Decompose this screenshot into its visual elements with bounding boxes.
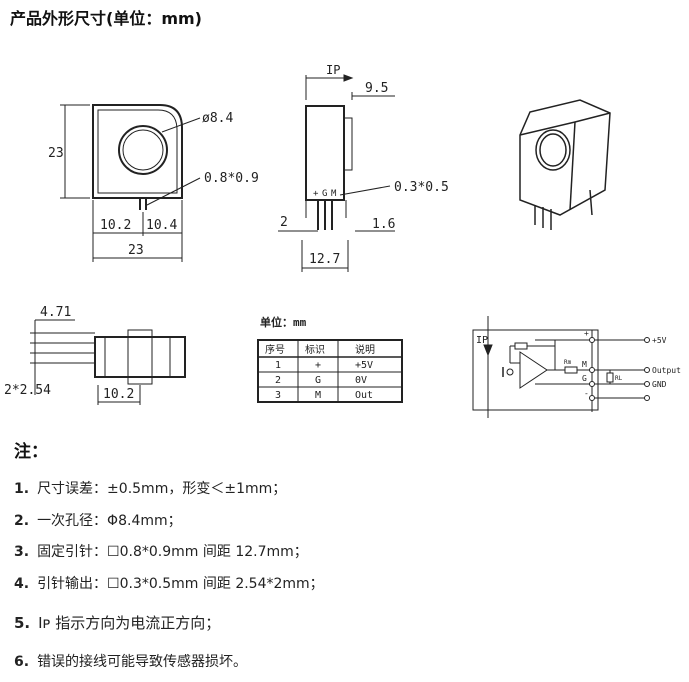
note-item: 4.引针输出：☐0.3*0.5mm 间距 2.54*2mm； <box>14 576 324 592</box>
pin-label-plus: + <box>313 189 319 199</box>
table-cell: 0V <box>355 375 367 386</box>
circuit-g-label: G <box>582 374 587 383</box>
circuit-m-label: M <box>582 360 587 369</box>
table-cell: G <box>315 375 321 386</box>
table-cell: + <box>315 360 321 371</box>
front-view: 23 ø8.4 0.8*0.9 10.2 10.4 23 <box>48 104 259 262</box>
circuit-diagram: IP + M G - Rm RL +5V Output GND <box>472 316 681 418</box>
note-item: 3.固定引针：☐0.8*0.9mm 间距 12.7mm； <box>14 544 308 560</box>
pitch-dim: 2*2.54 <box>4 383 51 398</box>
left-half-dim: 10.2 <box>100 218 131 233</box>
height-dim: 23 <box>48 146 64 161</box>
table-cell: 1 <box>275 360 281 371</box>
spacing-dim: 12.7 <box>309 252 340 267</box>
left-offset-dim: 2 <box>280 215 288 230</box>
dimension-drawings: 23 ø8.4 0.8*0.9 10.2 10.4 23 IP 9.5 + G … <box>4 63 681 418</box>
gnd-label: GND <box>652 380 667 389</box>
page-title: 产品外形尺寸(单位：mm) <box>10 9 202 28</box>
output-label: Output <box>652 366 681 375</box>
table-header-index: 序号 <box>265 343 285 356</box>
table-cell: 3 <box>275 390 281 401</box>
ip-label: IP <box>326 63 340 77</box>
pin-dim: 0.8*0.9 <box>204 171 259 186</box>
width-dim: 23 <box>128 243 144 258</box>
bottom-view: 4.71 2*2.54 10.2 <box>4 305 186 405</box>
table-cell: Out <box>355 390 373 401</box>
side-pin-dim: 0.3*0.5 <box>394 180 449 195</box>
offset-dim: 4.71 <box>40 305 71 320</box>
circuit-ip-label: IP <box>476 335 488 346</box>
right-offset-dim: 1.6 <box>372 217 395 232</box>
note-item: 5.Iᴘ 指示方向为电流正方向； <box>14 614 221 632</box>
unit-label: 单位：mm <box>260 315 307 329</box>
right-half-dim: 10.4 <box>146 218 177 233</box>
rl-label: RL <box>615 375 623 382</box>
bottom-width-dim: 10.2 <box>103 387 134 402</box>
table-cell: M <box>315 390 321 401</box>
circuit-minus-label: - <box>584 389 589 398</box>
table-header-mark: 标识 <box>305 344 325 356</box>
table-cell: 2 <box>275 375 281 386</box>
table-header-desc: 说明 <box>355 343 375 356</box>
v5-label: +5V <box>652 336 667 345</box>
side-view: IP 9.5 + G M 0.3*0.5 2 1.6 12.7 <box>278 63 449 272</box>
hole-dim: ø8.4 <box>202 111 233 126</box>
note-item: 2.一次孔径：Φ8.4mm； <box>14 513 182 529</box>
note-item: 1.尺寸误差：±0.5mm，形变＜±1mm； <box>14 481 287 497</box>
pin-label-m: M <box>331 189 337 199</box>
isometric-view <box>519 99 611 230</box>
note-item: 6.错误的接线可能导致传感器损坏。 <box>14 654 248 670</box>
pin-label-g: G <box>322 189 327 199</box>
circuit-plus-label: + <box>584 329 589 338</box>
table-cell: +5V <box>355 360 373 371</box>
rm-label: Rm <box>564 359 572 366</box>
depth-dim: 9.5 <box>365 81 388 96</box>
notes-heading: 注： <box>14 442 48 462</box>
pin-table: 单位：mm 序号 标识 说明 1 + +5V 2 G 0V 3 M Out <box>257 315 403 403</box>
